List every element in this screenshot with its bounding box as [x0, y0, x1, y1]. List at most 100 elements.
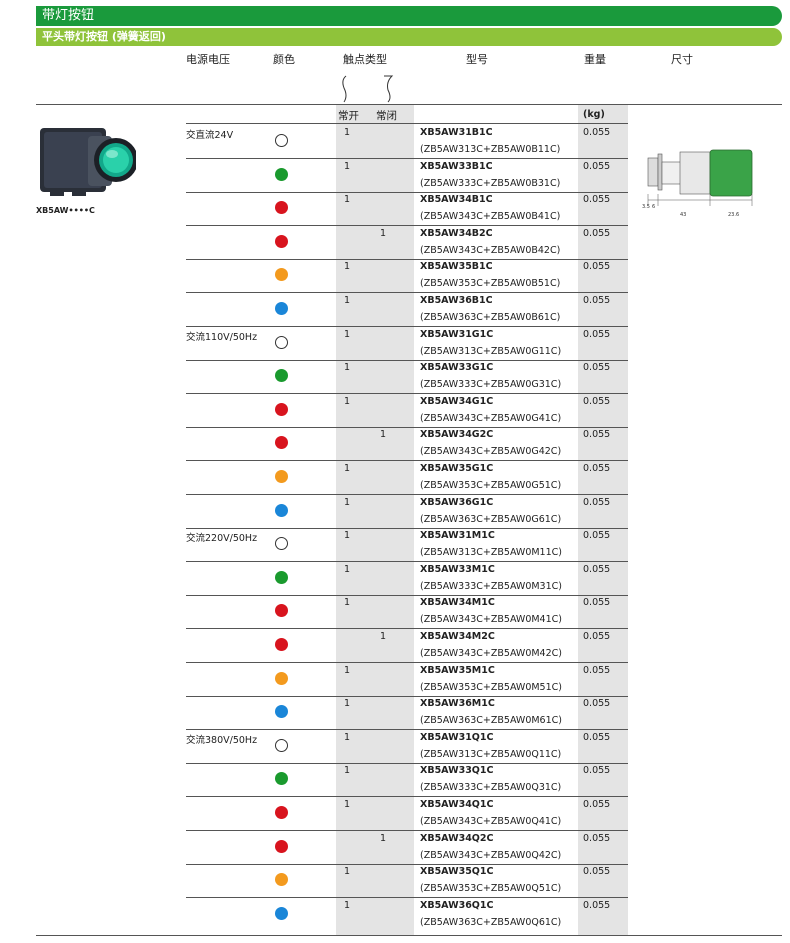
indicator-color-icon	[275, 537, 288, 551]
contact-nc-cell: 1	[380, 631, 387, 642]
row-divider	[186, 326, 628, 327]
row-divider	[186, 628, 628, 630]
dim-3-5: 3.5	[642, 204, 650, 210]
weight-cell: 0.055	[583, 429, 611, 441]
model-number: XB5AW36G1C	[420, 496, 494, 508]
row-divider	[186, 359, 628, 361]
indicator-color-icon	[275, 873, 288, 887]
indicator-color-icon	[275, 705, 288, 719]
indicator-color-icon	[275, 772, 288, 786]
weight-cell: 0.055	[583, 631, 611, 642]
component-numbers: (ZB5AW313C+ZB5AW0M11C)	[420, 547, 562, 559]
component-numbers: (ZB5AW353C+ZB5AW0B51C)	[420, 278, 561, 290]
weight-cell: 0.055	[583, 866, 611, 878]
model-number: XB5AW34B2C	[420, 227, 493, 239]
indicator-color-icon	[275, 638, 288, 651]
component-numbers: (ZB5AW343C+ZB5AW0B41C)	[420, 211, 561, 223]
header-model: 型号	[466, 53, 488, 66]
voltage-cell: 交直流24V	[186, 130, 234, 141]
model-number: XB5AW36Q1C	[420, 899, 494, 911]
weight-cell: 0.055	[583, 698, 611, 710]
dimension-drawing: 3.5 6 43 23.6	[642, 149, 753, 218]
component-numbers: (ZB5AW343C+ZB5AW0B42C)	[420, 244, 561, 256]
contact-no-cell: 1	[344, 463, 351, 474]
indicator-color-icon	[275, 570, 288, 584]
model-number: XB5AW34M2C	[420, 631, 495, 642]
indicator-color-icon	[275, 604, 288, 618]
weight-cell: 0.055	[583, 664, 611, 676]
contact-no-cell: 1	[344, 194, 351, 206]
component-numbers: (ZB5AW353C+ZB5AW0Q51C)	[420, 883, 562, 895]
indicator-color-icon	[275, 234, 288, 248]
row-divider	[186, 158, 628, 159]
contact-nc-cell: 1	[380, 832, 387, 844]
row-divider	[186, 258, 628, 260]
model-number: XB5AW31Q1C	[420, 731, 494, 743]
component-numbers: (ZB5AW333C+ZB5AW0G31C)	[420, 379, 562, 391]
section-title: 带灯按钮	[36, 6, 782, 26]
component-numbers: (ZB5AW313C+ZB5AW0Q11C)	[420, 748, 562, 760]
weight-cell: 0.055	[583, 362, 611, 374]
model-number: XB5AW36M1C	[420, 698, 495, 710]
model-number: XB5AW34G1C	[420, 395, 494, 407]
row-divider	[186, 460, 628, 462]
model-number: XB5AW36B1C	[420, 295, 493, 306]
contact-no-cell: 1	[344, 295, 351, 306]
dim-23-6: 23.6	[728, 212, 739, 218]
row-divider	[186, 863, 628, 865]
indicator-color-icon	[275, 201, 288, 215]
contact-no-cell: 1	[344, 597, 351, 609]
product-label: XB5AW••••C	[36, 206, 95, 215]
section-subtitle: 平头带灯按钮 (弹簧返回)	[36, 28, 782, 46]
row-divider	[186, 426, 628, 428]
weight-cell: 0.055	[583, 160, 611, 172]
weight-cell: 0.055	[583, 261, 611, 273]
weight-cell: 0.055	[583, 194, 611, 206]
indicator-color-icon	[275, 302, 288, 315]
row-divider	[186, 494, 628, 495]
contact-no-cell: 1	[344, 530, 351, 542]
dim-6: 6	[652, 204, 655, 210]
weight-cell: 0.055	[583, 530, 611, 542]
row-divider	[186, 527, 628, 529]
component-numbers: (ZB5AW363C+ZB5AW0B61C)	[420, 312, 561, 323]
row-divider	[186, 662, 628, 663]
row-divider	[186, 729, 628, 731]
contact-no-cell: 1	[344, 765, 351, 777]
row-divider	[186, 796, 628, 798]
component-numbers: (ZB5AW353C+ZB5AW0M51C)	[420, 681, 562, 693]
model-number: XB5AW35G1C	[420, 463, 494, 474]
indicator-color-icon	[275, 402, 288, 416]
contact-no-cell: 1	[344, 698, 351, 710]
header-size: 尺寸	[671, 53, 693, 66]
weight-cell: 0.055	[583, 328, 611, 340]
component-numbers: (ZB5AW343C+ZB5AW0G42C)	[420, 446, 562, 458]
component-numbers: (ZB5AW333C+ZB5AW0M31C)	[420, 580, 562, 592]
model-number: XB5AW33B1C	[420, 160, 493, 172]
bottom-divider	[36, 935, 782, 936]
indicator-color-icon	[275, 436, 288, 450]
contact-no-cell: 1	[344, 395, 351, 407]
header-nc: 常闭	[376, 110, 397, 122]
indicator-color-icon	[275, 839, 288, 853]
header-weight-unit: (kg)	[583, 109, 605, 120]
header-no: 常开	[338, 110, 359, 122]
dim-43: 43	[680, 212, 686, 218]
indicator-color-icon	[275, 806, 288, 819]
indicator-color-icon	[275, 134, 288, 147]
model-number: XB5AW34Q2C	[420, 832, 494, 844]
model-number: XB5AW34M1C	[420, 597, 495, 609]
row-divider	[186, 225, 628, 227]
